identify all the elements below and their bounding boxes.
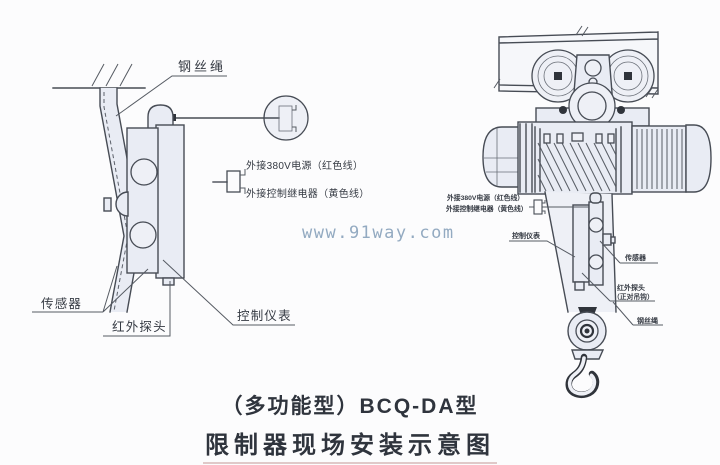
left-end-cap — [482, 126, 521, 188]
title-line1: （多功能型）BCQ-DA型 — [221, 395, 479, 418]
sensor-top-cap — [589, 192, 602, 204]
control-instrument-leader — [162, 259, 295, 326]
side-dome — [115, 191, 129, 217]
trolley-wheel-left — [531, 49, 585, 103]
right-diagram: 外接380V电源（红色线） 外接控制继电器（黄色线） 控制仪表 传感器 红外探头… — [446, 25, 712, 398]
suspension-hub-inner — [577, 91, 607, 121]
connector-pins-right — [542, 200, 546, 214]
bolt-right — [617, 106, 625, 114]
drum-nub-2 — [556, 133, 564, 144]
power-line-label: 外接380V电源（红色线） — [246, 159, 363, 172]
sensor-unit — [572, 192, 616, 291]
control-instrument-label: 控制仪表 — [237, 309, 292, 323]
wire-rope-leader-r — [612, 301, 663, 326]
title-block: （多功能型）BCQ-DA型 限制器现场安装示意图 — [150, 390, 550, 464]
title-line2: 限制器现场安装示意图 — [203, 425, 497, 464]
right-end-cap — [685, 124, 712, 193]
housing-detail — [571, 132, 584, 142]
infrared-probe-leader — [103, 281, 171, 337]
drum-flanges — [534, 126, 622, 193]
wire-rope-leader — [115, 75, 227, 117]
upper-roller — [130, 158, 158, 186]
pulley-axle — [584, 328, 590, 334]
bolt-left — [559, 106, 567, 114]
rope-bundle-edges — [544, 191, 617, 313]
hook-base — [571, 349, 605, 360]
probe-tip — [574, 281, 585, 291]
hook-body — [567, 356, 597, 396]
control-instrument-box — [572, 204, 590, 283]
drum-nub-3 — [595, 133, 603, 144]
infrared-probe-label: 红外探头 — [112, 319, 167, 334]
connector-icon — [226, 170, 241, 193]
drum-nub-4 — [607, 133, 615, 144]
lower-roller — [129, 221, 157, 249]
left-diagram: 钢丝绳 外接380V电源（红色线） 外接控制继电器（黄色线） 传感器 红外探头 … — [32, 59, 370, 337]
infrared-probe-note-r: （正对吊钩） — [613, 292, 654, 301]
sensor-body — [126, 127, 159, 274]
control-instrument-label-r: 控制仪表 — [512, 231, 541, 240]
hatch-marks — [91, 63, 133, 87]
wire-rope-label: 钢丝绳 — [178, 59, 226, 74]
sensor-roller-top — [588, 217, 604, 233]
hoist-body — [482, 121, 712, 195]
sensor-box — [588, 201, 604, 286]
watermark: www.91way.com — [302, 223, 455, 243]
detail-connector-body — [278, 105, 293, 132]
sensor-knob — [602, 233, 612, 246]
control-instrument-leader-r — [509, 240, 576, 258]
sensor-label: 传感器 — [41, 296, 82, 311]
rope-left-edge — [99, 87, 125, 313]
relay-line-label: 外接控制继电器（黄色线） — [246, 187, 370, 200]
rope-dashed-line — [103, 92, 129, 312]
sensor-knob-tip — [610, 236, 616, 244]
motor-fins-block — [631, 125, 687, 193]
control-instrument-body — [155, 124, 185, 279]
sensor-leader — [32, 265, 149, 313]
infrared-probe-tip — [162, 277, 175, 286]
sensor-roller-bottom — [588, 254, 604, 270]
connector-icon-right — [533, 199, 543, 215]
connector-pins — [240, 169, 246, 194]
hook-block — [565, 307, 607, 398]
relay-line-label-r: 外接控制继电器（黄色线） — [446, 204, 528, 213]
sensor-leader-r — [599, 240, 658, 264]
trolley-wheel-right — [601, 49, 655, 103]
wire-rope-label-r: 钢丝绳 — [637, 316, 658, 325]
motor-fins — [636, 129, 683, 189]
power-line-label-r: 外接380V电源（红色线） — [447, 193, 524, 202]
drum-nub-1 — [543, 133, 551, 144]
left-cap-seams — [484, 128, 519, 186]
infrared-leader-r — [581, 272, 655, 302]
detail-connector-pins — [292, 105, 297, 132]
rope-drum-hatching — [537, 142, 617, 192]
infrared-probe-label-r: 红外探头 — [617, 283, 645, 292]
sensor-label-r: 传感器 — [624, 253, 647, 262]
left-flange-lines — [519, 123, 533, 193]
side-tab — [103, 197, 112, 212]
beam-break-marks — [493, 25, 659, 99]
plate-hole — [584, 59, 602, 77]
